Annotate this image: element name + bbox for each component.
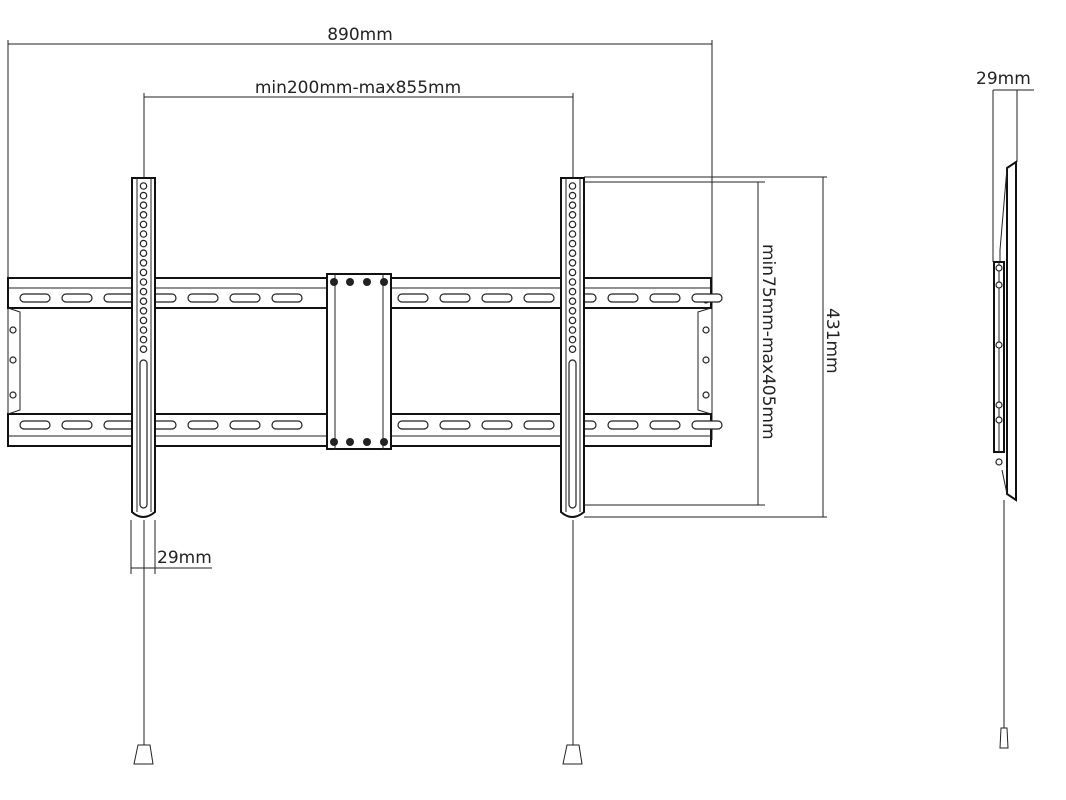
rail-slot: [481, 420, 513, 430]
rail-slot: [19, 420, 51, 430]
rail-slot: [523, 293, 555, 303]
arm-width-label: 29mm: [157, 548, 212, 568]
rail-slot: [271, 293, 303, 303]
arm-hole: [568, 316, 577, 325]
arm-hole: [139, 268, 148, 277]
arm-hole: [568, 182, 577, 190]
rail-slot: [187, 420, 219, 430]
arm-hole: [139, 239, 148, 248]
rail-slot: [607, 293, 639, 303]
left-vertical-arm: [131, 177, 156, 765]
arm-hole: [139, 335, 148, 344]
arm-hole: [568, 335, 577, 344]
arm-hole: [139, 316, 148, 325]
arm-hole: [139, 326, 148, 334]
arm-hole: [568, 239, 577, 248]
center-mounting-plate: [326, 273, 392, 450]
arm-hole: [568, 220, 577, 229]
rail-slot: [649, 420, 681, 430]
rail-slot: [103, 293, 135, 303]
arm-hole: [568, 201, 577, 210]
arm-hole: [139, 306, 148, 315]
rail-slot: [229, 420, 261, 430]
arm-hole: [139, 258, 148, 267]
arm-hole: [568, 306, 577, 315]
arm-hole: [139, 182, 148, 190]
dimension-adjustable-height: min75mm-max405mm: [584, 181, 778, 506]
arm-hole: [568, 345, 577, 354]
arm-hole: [568, 297, 577, 306]
arm-hole: [139, 191, 148, 200]
arm-hole: [568, 278, 577, 286]
arm-hole: [568, 191, 577, 200]
arm-hole: [139, 220, 148, 229]
side-profile-view: 29mm: [976, 69, 1034, 749]
arm-hole: [139, 297, 148, 306]
overall-width-label: 890mm: [327, 25, 393, 45]
arm-hole: [568, 287, 577, 296]
rail-slot: [271, 420, 303, 430]
rail-slot: [61, 293, 93, 303]
rail-slot: [439, 420, 471, 430]
rail-slot: [229, 293, 261, 303]
rail-slot: [607, 420, 639, 430]
arm-hole: [139, 278, 148, 286]
arm-hole: [568, 326, 577, 334]
rail-slot: [439, 293, 471, 303]
rail-slot: [481, 293, 513, 303]
dimension-arm-width: 29mm: [130, 520, 212, 574]
adjustable-width-label: min200mm-max855mm: [255, 78, 461, 98]
rail-slot: [397, 420, 429, 430]
arm-hole: [139, 249, 148, 258]
arm-hole: [568, 268, 577, 277]
overall-height-label: 431mm: [822, 308, 842, 374]
arm-hole: [139, 211, 148, 219]
arm-hole: [139, 201, 148, 210]
arm-hole: [139, 345, 148, 354]
right-vertical-arm: [560, 177, 585, 765]
dimension-overall-width: 890mm: [7, 25, 713, 440]
arm-hole: [568, 258, 577, 267]
rail-slot: [19, 293, 51, 303]
arm-hole: [568, 230, 577, 238]
rail-slot: [691, 420, 723, 430]
rail-slot: [397, 293, 429, 303]
rail-slot: [691, 293, 723, 303]
adjustable-height-label: min75mm-max405mm: [758, 244, 778, 440]
rail-slot: [103, 420, 135, 430]
rail-slot: [523, 420, 555, 430]
arm-hole: [568, 211, 577, 219]
rail-slot: [61, 420, 93, 430]
arm-hole: [139, 230, 148, 238]
dimension-overall-height: 431mm: [584, 176, 842, 518]
rail-slot: [187, 293, 219, 303]
dimension-adjustable-width: min200mm-max855mm: [143, 78, 574, 180]
rail-slot: [649, 293, 681, 303]
arm-hole: [568, 249, 577, 258]
arm-hole: [139, 287, 148, 296]
profile-depth-label: 29mm: [976, 69, 1031, 89]
